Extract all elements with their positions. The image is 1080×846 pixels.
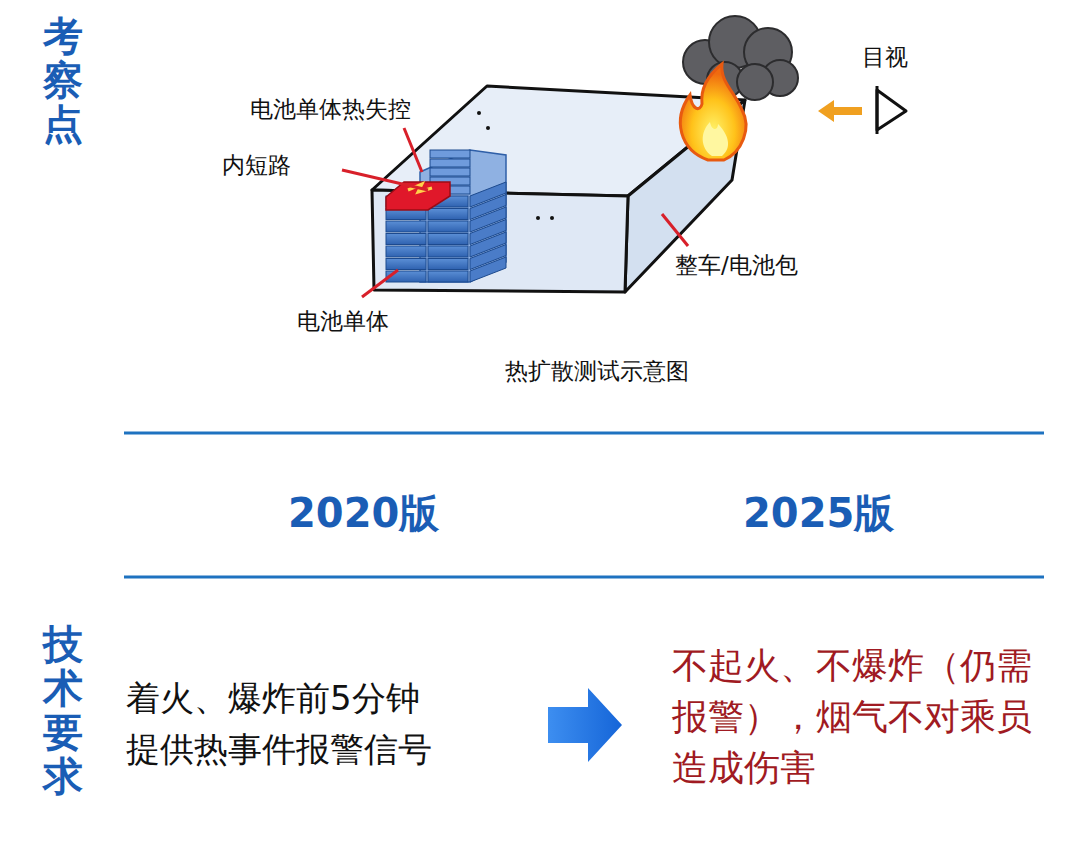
battery-cell [386,221,426,232]
battery-cell [386,234,426,245]
battery-cell [386,259,426,270]
leader-lines [342,128,688,297]
requirement-text: 着火、爆炸前5分钟 提供热事件报警信号 [126,673,456,775]
view-arrow [818,100,862,122]
smoke [683,16,798,100]
part-label: 内短路 [222,150,291,181]
divider [124,432,1044,435]
battery-cell [428,209,468,220]
requirement-text: 不起火、不爆炸（仍需报警），烟气不对乘员造成伤害 [672,640,1032,793]
battery-cell [428,246,468,257]
column-header: 2025版 [743,486,894,541]
part-label: 电池单体 [297,306,389,337]
section-heading: 考察点 [43,14,83,146]
battery-cell [386,246,426,257]
section-heading: 技术要求 [43,622,83,798]
part-label: 整车/电池包 [675,250,798,281]
column-header: 2020版 [288,486,439,541]
battery-cell [428,271,468,282]
caption: 热扩散测试示意图 [505,356,689,387]
divider [124,576,1044,579]
cell-stack [386,150,506,282]
change-arrow [548,688,622,762]
view-label: 目视 [862,42,908,73]
battery-cell [428,221,468,232]
battery-cell [428,234,468,245]
battery-cell [428,259,468,270]
part-label: 电池单体热失控 [250,94,411,125]
eye-symbol [877,90,906,130]
fire [680,64,746,160]
